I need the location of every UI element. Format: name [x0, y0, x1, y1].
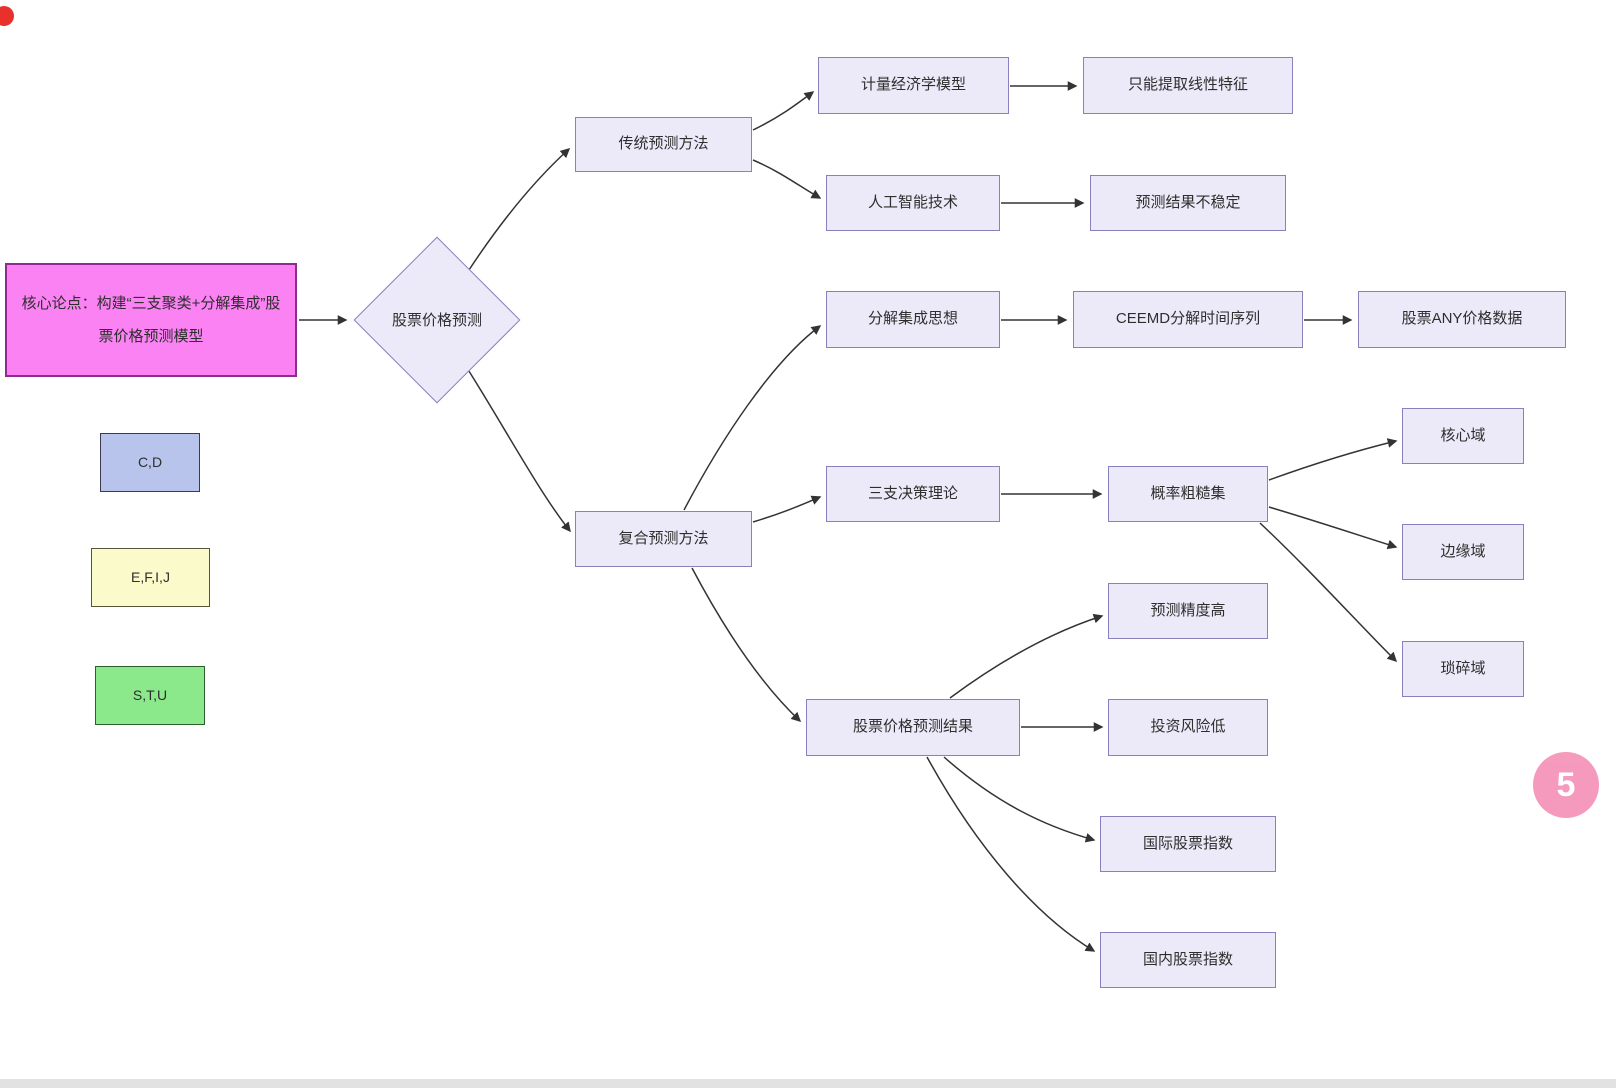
node-label: 人工智能技术	[867, 193, 958, 211]
node-label: 国内股票指数	[1142, 950, 1233, 968]
node-label: 核心域	[1440, 426, 1486, 444]
node-linear-features-only[interactable]: 只能提取线性特征	[1083, 57, 1293, 114]
legend-node-stu[interactable]: S,T,U	[95, 666, 205, 725]
edge-probrough-to-core-domain	[1268, 438, 1398, 481]
edge-composite-to-threeway	[752, 495, 822, 523]
node-ceemd-decomposition[interactable]: CEEMD分解时间序列	[1073, 291, 1303, 348]
node-label: 传统预测方法	[618, 135, 709, 153]
edge-probrough-to-boundary-domain	[1268, 506, 1398, 550]
node-label: 边缘域	[1440, 542, 1486, 560]
edge-result-to-domestic	[926, 756, 1096, 952]
edge-diamond-to-composite	[466, 367, 571, 533]
legend-node-cd[interactable]: C,D	[100, 433, 200, 492]
node-core-domain[interactable]: 核心域	[1402, 408, 1524, 464]
edge-probrough-to-trivial-domain	[1259, 522, 1398, 663]
horizontal-scrollbar[interactable]	[0, 1079, 1616, 1088]
node-label: 预测结果不稳定	[1135, 193, 1241, 211]
node-ai-technology[interactable]: 人工智能技术	[826, 175, 1000, 231]
edge-diamond-to-traditional	[466, 148, 571, 274]
node-decomposition-ensemble[interactable]: 分解集成思想	[826, 291, 1000, 348]
edge-traditional-to-ai	[752, 159, 822, 199]
node-label: 三支决策理论	[867, 484, 958, 502]
node-label: 股票ANY价格数据	[1401, 310, 1523, 328]
node-label: S,T,U	[132, 687, 168, 704]
node-label: 复合预测方法	[618, 529, 709, 547]
node-label: 预测精度高	[1150, 601, 1226, 619]
node-three-way-decision[interactable]: 三支决策理论	[826, 466, 1000, 522]
node-label: 股票价格预测	[391, 312, 482, 329]
edge-composite-to-decomp	[683, 325, 822, 511]
node-traditional-methods[interactable]: 传统预测方法	[575, 117, 752, 172]
edge-composite-to-result	[691, 567, 802, 723]
node-international-indices[interactable]: 国际股票指数	[1100, 816, 1276, 872]
node-high-accuracy[interactable]: 预测精度高	[1108, 583, 1268, 639]
badge-label: 5	[1556, 765, 1576, 804]
node-low-investment-risk[interactable]: 投资风险低	[1108, 699, 1268, 756]
edge-result-to-intl	[943, 756, 1096, 843]
node-label: 投资风险低	[1150, 718, 1226, 736]
edge-result-to-accuracy	[949, 613, 1104, 699]
node-label: 股票价格预测结果	[852, 718, 973, 736]
node-domestic-indices[interactable]: 国内股票指数	[1100, 932, 1276, 988]
edge-traditional-to-econometric	[752, 91, 815, 131]
node-composite-methods[interactable]: 复合预测方法	[575, 511, 752, 567]
node-boundary-domain[interactable]: 边缘域	[1402, 524, 1524, 580]
red-dot-icon	[0, 6, 14, 26]
legend-node-efij[interactable]: E,F,I,J	[91, 548, 210, 607]
node-label: 计量经济学模型	[860, 76, 966, 94]
node-probabilistic-rough-set[interactable]: 概率粗糙集	[1108, 466, 1268, 522]
node-prediction-results[interactable]: 股票价格预测结果	[806, 699, 1020, 756]
node-unstable-results[interactable]: 预测结果不稳定	[1090, 175, 1286, 231]
node-label: 核心论点：构建“三支聚类+分解集成”股票价格预测模型	[21, 295, 281, 345]
node-label: 只能提取线性特征	[1127, 76, 1248, 94]
node-econometric-model[interactable]: 计量经济学模型	[818, 57, 1009, 114]
node-label: 分解集成思想	[867, 310, 958, 328]
node-label: 国际股票指数	[1142, 834, 1233, 852]
node-core-thesis[interactable]: 核心论点：构建“三支聚类+分解集成”股票价格预测模型	[5, 263, 297, 377]
node-label: CEEMD分解时间序列	[1115, 310, 1261, 328]
node-label: C,D	[137, 454, 163, 471]
node-label: E,F,I,J	[131, 569, 170, 586]
node-label: 概率粗糙集	[1150, 484, 1226, 502]
node-stock-any-price-data[interactable]: 股票ANY价格数据	[1358, 291, 1566, 348]
floating-badge-button[interactable]: 5	[1533, 752, 1599, 818]
node-label: 琐碎域	[1440, 659, 1486, 677]
node-trivial-domain[interactable]: 琐碎域	[1402, 641, 1524, 697]
